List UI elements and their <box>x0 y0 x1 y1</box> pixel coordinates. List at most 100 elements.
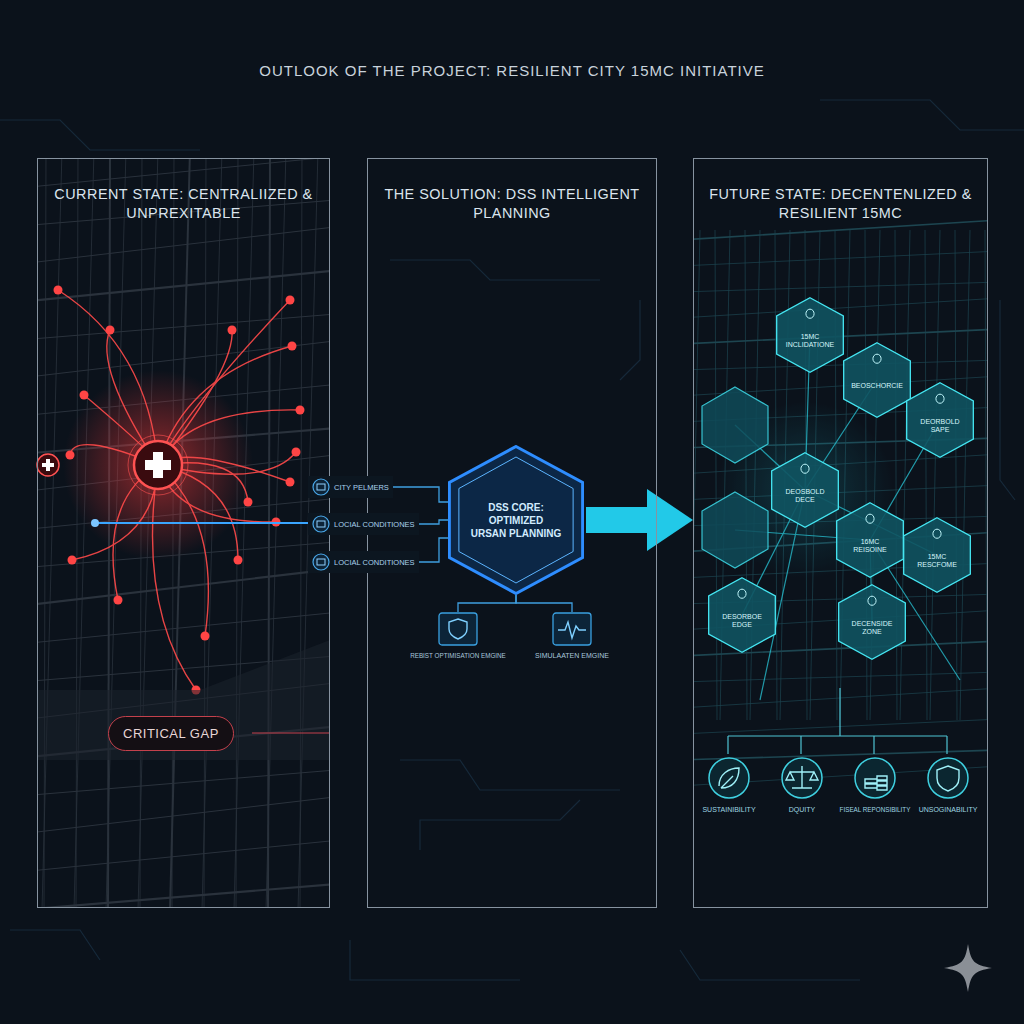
circuit-traces-part <box>400 760 620 790</box>
engine-box: REBIST OPTIMISATION EMGINE <box>408 612 508 702</box>
centralized-network-part-part <box>286 478 295 487</box>
circuit-traces-part <box>620 300 640 380</box>
hexagon-outline-part <box>904 518 971 592</box>
value-emblem <box>707 756 751 800</box>
engine-icon-part <box>558 622 586 638</box>
centralized-network-part-part <box>234 556 243 565</box>
value-emblem <box>926 756 970 800</box>
state-panel: FUTURE STATE: DECENTENLIZED & RESILIENT … <box>693 158 988 908</box>
centralized-network-part-part <box>152 465 196 690</box>
city-map-part <box>38 566 329 606</box>
city-map-part <box>694 251 987 266</box>
value-emblem <box>780 756 824 800</box>
centralized-network-part-part <box>68 556 77 565</box>
node-label: DQUITY <box>789 806 815 815</box>
centralized-network-part <box>63 370 253 560</box>
values-bracket-part <box>728 735 947 736</box>
hexagon-outline-part <box>806 309 814 318</box>
centralized-network-part <box>37 454 59 476</box>
data-link-part <box>91 519 99 527</box>
hexagon-outline-part <box>907 383 974 457</box>
centralized-network-part-part <box>114 596 123 605</box>
hexagon-outline-part <box>844 343 911 417</box>
centralized-network-part-part <box>296 406 305 415</box>
values-bracket-part <box>839 688 840 736</box>
centralized-network-part-part <box>228 326 237 335</box>
circuit-traces-part <box>10 930 100 960</box>
hexagon-outline-part <box>873 354 881 363</box>
input-node: LOCIAL CONDITIONES <box>308 513 419 535</box>
node-label: LOCIAL CONDITIONES <box>334 558 415 567</box>
node-label: UNSOGINABILITY <box>919 806 978 815</box>
value-emblem-part <box>928 758 968 798</box>
input-icon <box>312 553 330 571</box>
node-label: SIMULAATEN EMGINE <box>535 652 609 661</box>
hexagon-outline-part <box>936 394 944 403</box>
circuit-traces-part <box>820 100 1024 130</box>
zone-hexagon: 15MC RESCFOME <box>903 517 971 593</box>
value-emblem-part <box>709 758 749 798</box>
dss-core-hexagon: DSS CORE: OPTIMIZED URSAN PLANNING <box>448 445 584 595</box>
input-icon-part <box>317 521 325 527</box>
centralized-network-part-part <box>158 346 292 465</box>
city-map <box>38 159 329 907</box>
city-map-part <box>925 230 927 720</box>
panel-heading: THE SOLUTION: DSS INTELLIGENT PLANNING <box>368 159 656 224</box>
city-map <box>694 220 987 786</box>
diagram-title: OUTLOOK OF THE PROJECT: RESILIENT CITY 1… <box>0 62 1024 79</box>
centralized-network-part-part <box>54 286 63 295</box>
input-node: CITY PELMERS <box>308 476 393 498</box>
engine-icon <box>552 612 592 646</box>
hexagon-outline-part <box>837 503 904 577</box>
engine-icon <box>438 612 478 646</box>
node-label: LOCIAL CONDITIONES <box>334 520 415 529</box>
node-label: DSS CORE: OPTIMIZED URSAN PLANNING <box>470 501 562 540</box>
city-map-part <box>38 224 329 264</box>
values-bracket-part <box>800 736 801 754</box>
node-label: SUSTAINIBILITY <box>702 806 755 815</box>
circuit-traces-part <box>350 940 520 980</box>
circuit-traces-part <box>0 120 200 150</box>
value-emblem <box>853 756 897 800</box>
hexagon-outline-part <box>449 447 582 594</box>
state-panel: CURRENT STATE: CENTRALIIZED & UNPREXITAB… <box>37 158 330 908</box>
city-map-part <box>38 268 329 302</box>
node-label: DEOSBOLD DECE <box>780 488 830 505</box>
circuit-traces <box>0 100 1024 980</box>
hexagon-outline-part <box>738 589 746 598</box>
decor-hexagons-part <box>702 492 768 568</box>
decor-hexagons <box>702 387 768 568</box>
values-bracket-part <box>873 736 874 754</box>
zone-hexagon: BEOSCHORCIE <box>843 342 911 418</box>
data-link-part <box>95 522 308 524</box>
centralized-network <box>37 286 305 695</box>
city-map-part <box>694 220 987 240</box>
connector-line <box>458 595 516 612</box>
centralized-network-part <box>42 459 54 471</box>
data-link <box>91 519 308 527</box>
city-map-part <box>38 312 329 340</box>
centralized-network-part-part <box>286 296 295 305</box>
zone-hexagon: DEOSBOLD DECE <box>771 452 839 528</box>
zone-hexagon: 15MC INCLIDATIONE <box>776 297 844 373</box>
gap-marker <box>38 640 330 760</box>
input-icon-part <box>317 559 325 565</box>
engine-icon-part <box>449 619 467 639</box>
node-label: DEORBOLD SAPE <box>915 418 965 435</box>
centralized-network-part-part <box>292 448 301 457</box>
city-map-part <box>38 838 329 872</box>
node-label: DECENSIDE ZONE <box>847 620 897 637</box>
node-label: FISEAL REPONSIBILITY <box>840 806 911 814</box>
city-map-part <box>955 230 957 720</box>
value-emblem-part <box>855 758 895 798</box>
city-map-part <box>234 159 254 907</box>
hexagon-outline-part <box>868 596 876 605</box>
hexagon-outline <box>843 342 911 418</box>
circuit-traces-part <box>680 950 860 980</box>
decor-hexagons-part <box>702 387 768 463</box>
hexagon-outline-part <box>839 585 906 659</box>
node-label: DESORBOE EDGE <box>717 613 767 630</box>
hexagon-outline-part <box>866 514 874 523</box>
circuit-traces-part <box>390 260 600 280</box>
